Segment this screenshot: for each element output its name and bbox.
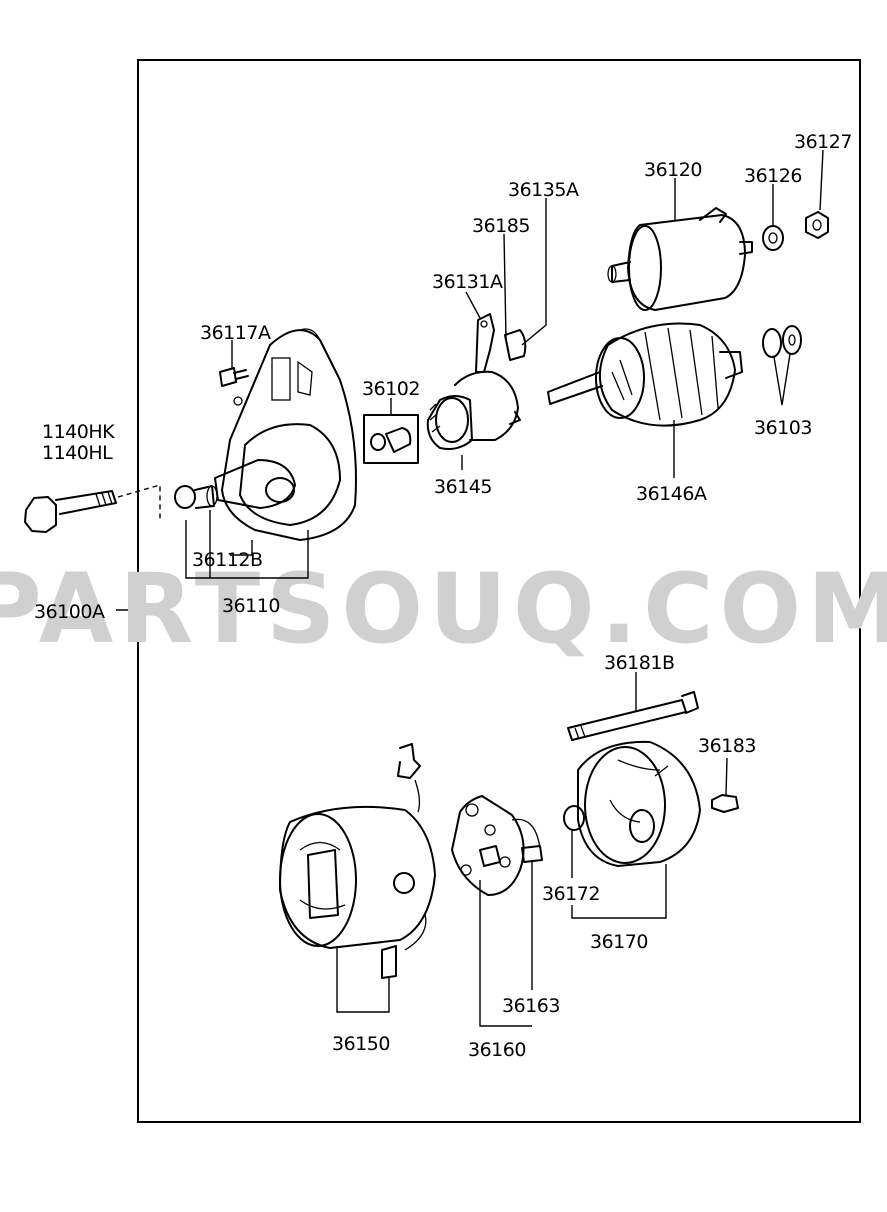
label-36126: 36126 — [744, 165, 802, 187]
label-36110: 36110 — [222, 595, 280, 617]
leader-36110 — [185, 520, 309, 579]
bushing-36112b — [174, 485, 218, 509]
label-36131a: 36131A — [432, 271, 503, 293]
washers-36103 — [762, 325, 802, 358]
front-housing-36110 — [214, 328, 357, 541]
label-1140hk: 1140HK — [42, 421, 115, 443]
label-36185: 36185 — [472, 215, 530, 237]
leader-36185 — [503, 233, 507, 339]
screw-36117a — [219, 367, 249, 387]
label-36112b: 36112B — [192, 549, 262, 571]
nut-36127 — [805, 211, 829, 239]
label-36163: 36163 — [502, 995, 560, 1017]
diagram-frame — [137, 59, 861, 1123]
label-36103: 36103 — [754, 417, 812, 439]
label-36145: 36145 — [434, 476, 492, 498]
label-36150: 36150 — [332, 1033, 390, 1055]
label-36146a: 36146A — [636, 483, 707, 505]
watermark: PARTSOUQ.COM — [0, 553, 887, 665]
label-36117a: 36117A — [200, 322, 271, 344]
solenoid-36120 — [607, 207, 753, 311]
label-36120: 36120 — [644, 159, 702, 181]
label-36135a: 36135A — [508, 179, 579, 201]
leader-36150 — [336, 946, 390, 1013]
clip-36102 — [363, 414, 419, 464]
label-36183: 36183 — [698, 735, 756, 757]
leader-36170 — [571, 864, 667, 919]
bolt-1140hk — [24, 484, 161, 533]
leader-36127 — [819, 149, 824, 211]
label-36172: 36172 — [542, 883, 600, 905]
leader-36131a — [465, 291, 481, 319]
label-1140hl: 1140HL — [42, 442, 113, 464]
drive-assembly-36145 — [426, 313, 527, 450]
washer-36126 — [762, 225, 784, 251]
label-36181b: 36181B — [604, 652, 674, 674]
label-36100a: 36100A — [34, 601, 105, 623]
leader-36160 — [479, 880, 532, 1027]
label-36170: 36170 — [590, 931, 648, 953]
leader-36103 — [773, 353, 791, 406]
armature-36146a — [547, 322, 743, 427]
screw-36183 — [711, 794, 739, 813]
brush-holder-36160 — [451, 795, 543, 896]
rear-bracket-36170 — [563, 740, 701, 867]
leader-36112b — [230, 540, 253, 556]
label-36160: 36160 — [468, 1039, 526, 1061]
label-36127: 36127 — [794, 131, 852, 153]
yoke-assembly-36150 — [279, 743, 436, 979]
leader-36135a — [521, 198, 547, 346]
label-36102: 36102 — [362, 378, 420, 400]
leader-36183 — [725, 757, 728, 796]
through-bolt-36181b — [567, 691, 699, 741]
